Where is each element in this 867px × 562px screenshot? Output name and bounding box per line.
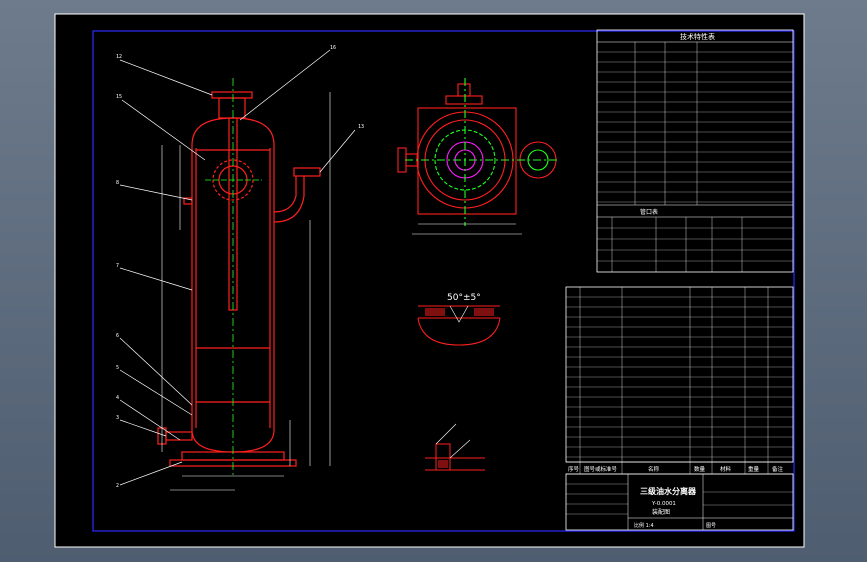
outlet-elbow-inner: [273, 176, 297, 213]
part-balloons: 12 15 8 7 6 5 4 3 2 16 13: [116, 45, 364, 489]
parts-header-wt: 重量: [748, 465, 760, 473]
vessel-top-view: [397, 78, 560, 235]
drawing-number: 图号: [706, 523, 716, 529]
detail-weld-1: [417, 305, 501, 346]
technical-spec-table: 技术特性表 管口表: [596, 29, 794, 273]
svg-text:2: 2: [116, 483, 119, 489]
sheet-background: [54, 13, 805, 548]
drawing-border: [92, 30, 795, 532]
parts-header-qty: 数量: [694, 465, 706, 473]
weld-angle-label: 50°±5°: [447, 293, 481, 303]
parts-header-note: 备注: [772, 465, 784, 473]
parts-header-no: 序号: [568, 465, 580, 473]
parts-header-mat: 材料: [720, 465, 732, 473]
parts-header-code: 图号或标准号: [584, 465, 618, 473]
vessel-shell: [191, 117, 275, 453]
dimensions: [161, 92, 331, 491]
top-view-stub: [457, 83, 471, 97]
svg-text:8: 8: [116, 180, 119, 186]
parts-list-table: 序号 图号或标准号 名称 数量 材料 重量 备注: [565, 286, 794, 475]
svg-text:5: 5: [116, 365, 119, 371]
svg-text:7: 7: [116, 263, 119, 269]
drawing-title: 三级油水分离器: [640, 486, 697, 496]
drawing-subtitle: Y-0.0001: [651, 501, 676, 507]
vent-nozzle: [183, 197, 193, 205]
title-block: 三级油水分离器 Y-0.0001 装配图 比例 1:4 图号: [565, 473, 794, 531]
leader-lines: [119, 49, 356, 486]
tech-table-heading: 技术特性表: [680, 32, 715, 41]
svg-text:15: 15: [116, 94, 122, 100]
drawing-sheet: 装配图: [652, 508, 670, 516]
detail-weld-2: [425, 423, 485, 471]
svg-text:3: 3: [116, 415, 119, 421]
svg-text:6: 6: [116, 333, 119, 339]
nozzle-table-heading: 管口表: [640, 208, 658, 216]
parts-header-name: 名称: [648, 465, 660, 473]
drawing-scale: 比例 1:4: [634, 522, 654, 529]
outlet-elbow: [273, 176, 305, 223]
svg-text:13: 13: [358, 124, 364, 130]
svg-text:12: 12: [116, 54, 122, 60]
svg-text:4: 4: [116, 395, 119, 401]
svg-text:16: 16: [330, 45, 336, 51]
